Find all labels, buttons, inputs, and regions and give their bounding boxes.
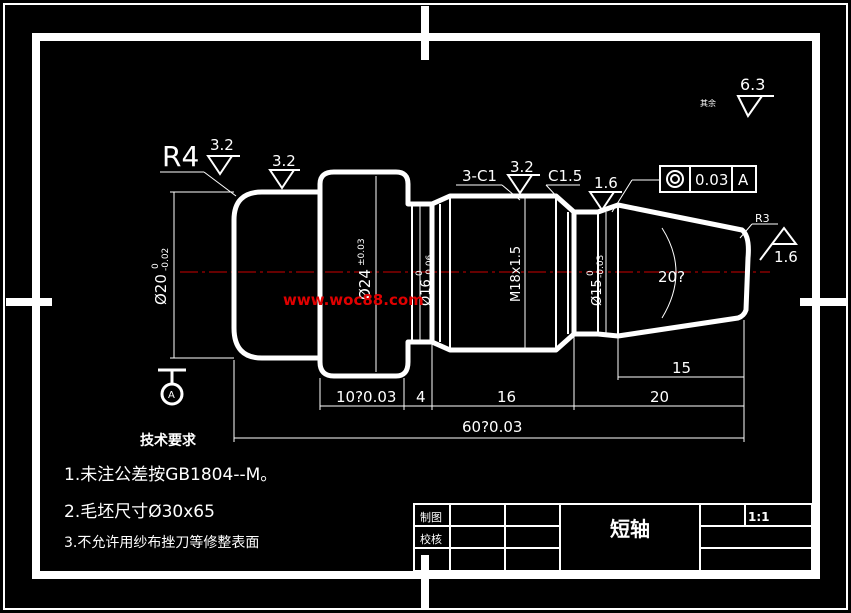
- roughness-1-value: 3.2: [210, 136, 234, 154]
- roughness-4-symbol: [588, 191, 622, 212]
- dia-head-tol-low: -0.02: [161, 248, 171, 271]
- roughness-general-symbol: [736, 95, 774, 118]
- dia-head-tol-up: 0: [151, 263, 161, 269]
- chamfer-2-label: C1.5: [548, 167, 582, 185]
- watermark: www.woc88.com: [283, 291, 424, 309]
- roughness-2-value: 3.2: [272, 152, 296, 170]
- concentricity-icon: [666, 170, 684, 188]
- table-label-checked: 校核: [420, 532, 442, 546]
- tolerance-frame: [659, 165, 757, 193]
- dia-neck-tol-low: -0.06: [425, 254, 435, 278]
- dia-collar-tol: ±0.03: [357, 238, 367, 266]
- len-collar-label: 10?0.03: [336, 388, 396, 406]
- chamfer-1-label: 3-C1: [462, 167, 497, 185]
- requirement-item-3: 3.不允许用纱布挫刀等修整表面: [64, 535, 260, 551]
- len-cone-part-label: 15: [672, 359, 691, 377]
- roughness-5-symbol: [759, 226, 798, 261]
- roughness-4-value: 1.6: [594, 174, 618, 192]
- drawing-title: 短轴: [610, 517, 650, 541]
- table-label-drawn: 制图: [420, 511, 442, 524]
- tolerance-datum: A: [738, 171, 749, 189]
- angle-label: 20?: [658, 268, 685, 286]
- dia-neck-tol-up: 0: [415, 270, 425, 276]
- roughness-2-symbol: [268, 169, 300, 190]
- len-thread-label: 16: [497, 388, 516, 406]
- requirements-heading: 技术要求: [140, 433, 196, 449]
- dia-collar-label: Ø24: [356, 269, 374, 300]
- len-cone-label: 20: [650, 388, 669, 406]
- drawing-scale: 1:1: [748, 510, 770, 524]
- dimension-lines: [160, 171, 778, 442]
- shaft-inner-lines: [411, 196, 619, 350]
- requirement-item-2: 2.毛坯尺寸Ø30x65: [64, 502, 215, 522]
- roughness-3-symbol: [506, 174, 540, 195]
- roughness-5-value: 1.6: [774, 248, 798, 266]
- roughness-symbols: [206, 95, 798, 261]
- requirement-item-1: 1.未注公差按GB1804--M。: [64, 465, 278, 485]
- dia-cone-tol-low: -0.03: [596, 255, 606, 278]
- datum-symbol: [158, 368, 186, 406]
- center-marks: [6, 6, 846, 608]
- thread-label: M18x1.5: [509, 246, 524, 302]
- title-block: [413, 503, 813, 572]
- dia-neck-label: Ø16: [419, 279, 434, 306]
- dia-cone-tol-up: 0: [586, 270, 596, 276]
- len-total-label: 60?0.03: [462, 418, 522, 436]
- roughness-general-value: 6.3: [740, 75, 765, 94]
- roughness-1-symbol: [206, 155, 240, 176]
- len-neck-label: 4: [416, 388, 426, 406]
- radius-right-label: R3: [755, 212, 770, 225]
- tolerance-value: 0.03: [695, 171, 728, 189]
- datum-label: A: [168, 390, 175, 401]
- radius-left-label: R4: [162, 140, 199, 173]
- outer-frame: [3, 3, 848, 610]
- roughness-general-note: 其余: [700, 98, 716, 108]
- shaft-outline: [231, 169, 751, 379]
- dia-cone-label: Ø15: [590, 279, 605, 306]
- dia-head-label: Ø20: [152, 274, 170, 305]
- roughness-3-value: 3.2: [510, 158, 534, 176]
